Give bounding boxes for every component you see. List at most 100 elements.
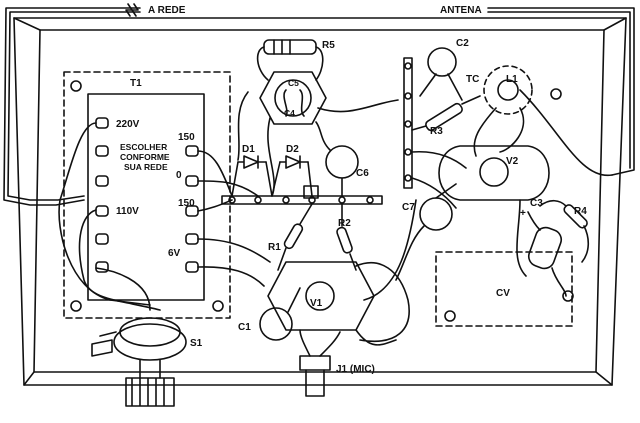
secondary-wire-6v-a (197, 238, 271, 263)
label-choose-3: SUA REDE (124, 162, 168, 172)
antenna-wire (487, 7, 635, 176)
label-t1: T1 (130, 78, 142, 89)
switch-tabs (91, 331, 117, 357)
capacitor-c6 (325, 145, 359, 179)
terminal-strip-lugs (228, 196, 374, 204)
antenna-wire-inner (519, 89, 613, 176)
label-c5: C5 (288, 78, 299, 88)
capacitor-c1-leads (287, 287, 301, 313)
capacitor-c2 (427, 47, 457, 77)
label-c7: C7 (402, 202, 415, 213)
resistor-r3 (425, 102, 463, 132)
capacitor-c6-leads (315, 121, 343, 197)
v2-wiring (411, 150, 527, 277)
switch-shaft (139, 359, 161, 379)
capacitor-c7 (419, 197, 453, 231)
mic-jack-body (305, 369, 325, 397)
transformer-mount-hole-br (212, 300, 224, 312)
label-mains: A REDE (148, 5, 186, 16)
label-plus: + (520, 208, 526, 219)
diode-d2 (279, 155, 309, 169)
cv-mount-screw (444, 310, 456, 322)
mains-cord-break-icon (125, 3, 139, 17)
label-antenna: ANTENA (440, 5, 482, 16)
primary-wire-b (78, 209, 161, 311)
switch-s1 (113, 323, 187, 361)
label-0: 0 (176, 170, 182, 181)
label-choose-1: ESCOLHER (120, 142, 167, 152)
capacitor-c3-leads (527, 211, 567, 297)
resistor-r1-r2-leads (277, 203, 357, 271)
cv-terminal (562, 290, 574, 302)
secondary-wire-6v-b (197, 266, 265, 287)
transformer-core (87, 93, 205, 301)
label-v1: V1 (310, 298, 323, 309)
secondary-wire-0 (197, 180, 259, 197)
label-s1: S1 (190, 338, 203, 349)
label-cv: CV (496, 288, 510, 299)
mic-jack-j1 (299, 355, 331, 371)
resistor-r3-leads (411, 95, 481, 131)
label-220v: 220V (116, 119, 140, 130)
mic-jack-leads (299, 329, 341, 357)
label-r1: R1 (268, 242, 281, 253)
secondary-wire-150a (197, 150, 233, 197)
mains-cord (3, 7, 141, 206)
label-c2: C2 (456, 38, 469, 49)
capacitor-c5-c4-can (259, 71, 327, 125)
label-d1: D1 (242, 144, 255, 155)
label-c3: C3 (530, 198, 543, 209)
resistor-r5-bands (273, 39, 291, 55)
diode-d1 (237, 155, 267, 169)
v1-wiring (355, 199, 417, 346)
primary-lugs (95, 117, 109, 273)
transformer-mount-hole-bl (70, 300, 82, 312)
label-choose-2: CONFORME (120, 152, 170, 162)
transformer-mount-hole-tl (70, 80, 82, 92)
coil-l1 (483, 65, 533, 115)
variable-capacitor-cv (435, 251, 573, 327)
coil-l1-core (497, 79, 519, 101)
c5-c4-wires (237, 91, 399, 197)
label-c1: C1 (238, 322, 251, 333)
capacitor-c3 (527, 226, 563, 270)
label-l1: L1 (506, 74, 518, 85)
vertical-strip-lugs (404, 62, 412, 182)
label-r3: R3 (430, 126, 443, 137)
label-j1: J1 (MIC) (336, 364, 375, 375)
label-150b: 150 (178, 198, 195, 209)
switch-s1-top (119, 317, 181, 347)
resistor-r4-leads (539, 199, 590, 263)
label-r4: R4 (574, 206, 587, 217)
label-r5: R5 (322, 40, 335, 51)
label-c4: C4 (284, 108, 295, 118)
capacitor-c2-leads (419, 73, 463, 101)
mount-screw-right (550, 88, 562, 100)
secondary-wire-150b (197, 199, 233, 212)
terminal-strip (221, 195, 383, 205)
resistor-r1 (283, 223, 304, 250)
label-6v: 6V (168, 248, 181, 259)
tube-socket-v2-center (479, 157, 509, 187)
label-c6: C6 (356, 168, 369, 179)
capacitor-c5-c4-body (274, 79, 312, 117)
label-150a: 150 (178, 132, 195, 143)
resistor-r5-leads (256, 46, 324, 81)
label-tc: TC (466, 74, 479, 85)
secondary-lugs (185, 145, 199, 273)
label-v2: V2 (506, 156, 519, 167)
diode-leads (231, 161, 313, 197)
primary-wire-c (95, 267, 151, 311)
chassis-fold-left (13, 17, 627, 386)
chassis-inner (33, 29, 605, 373)
capacitor-c7-leads (395, 183, 457, 281)
resistor-r2 (336, 226, 353, 254)
label-d2: D2 (286, 144, 299, 155)
tube-socket-v1-center (305, 281, 335, 311)
capacitor-c1 (259, 307, 293, 341)
transformer-outline (63, 71, 231, 319)
label-110v: 110V (116, 206, 139, 217)
switch-knob (125, 377, 175, 407)
